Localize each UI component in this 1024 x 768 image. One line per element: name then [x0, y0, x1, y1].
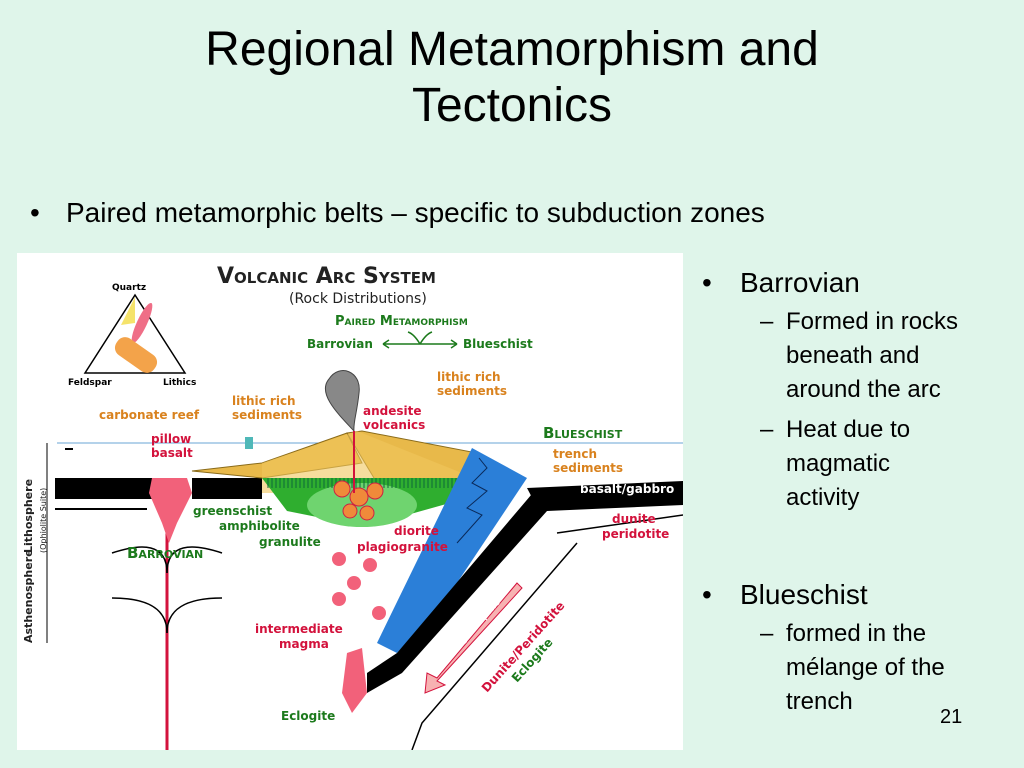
label-ophiolite: (Ophiolite Suite) [39, 488, 48, 553]
barrovian-arrow-label: Barrovian [307, 337, 373, 351]
label-blueschist-big: Blueschist [543, 424, 623, 442]
label-pillow-2: basalt [151, 446, 193, 460]
ternary-feldspar: Feldspar [68, 378, 112, 388]
label-dunite-2: peridotite [602, 527, 669, 541]
dash-icon: – [760, 416, 774, 443]
right-panel: • Barrovian – Formed in rocks beneath and… [700, 265, 1020, 719]
label-intermediate-1: intermediate [255, 622, 343, 636]
label-plagiogranite: plagiogranite [357, 540, 448, 554]
label-amphibolite: amphibolite [219, 519, 300, 533]
diagram-subtitle: (Rock Distributions) [289, 291, 427, 307]
label-barrovian-big: Barrovian [127, 544, 203, 562]
blueschist-sub1: – formed in the mélange of the trench [700, 617, 1020, 719]
volcanic-arc-diagram: Quartz Feldspar Lithics Volcanic Arc Sys… [17, 253, 683, 750]
label-granulite: granulite [259, 535, 321, 549]
barrovian-sub1-line2: beneath and [786, 342, 920, 369]
diagram-svg: Quartz Feldspar Lithics Volcanic Arc Sys… [22, 264, 683, 750]
label-trench-1: trench [553, 447, 597, 461]
ternary-quartz: Quartz [112, 283, 146, 293]
blueschist-arrow-label: Blueschist [463, 337, 533, 351]
label-dunite-1: dunite [612, 512, 656, 526]
ternary-lithics: Lithics [163, 378, 196, 388]
label-eclogite: Eclogite [281, 709, 335, 723]
blueschist-sub1-line1: formed in the [786, 620, 927, 647]
barrovian-heading: Barrovian [740, 267, 860, 298]
slide-title-line2: Tectonics [411, 79, 613, 132]
page-number: 21 [940, 706, 963, 728]
diagram-title: Volcanic Arc System [217, 264, 436, 289]
barrovian-sub1: – Formed in rocks beneath and around the… [700, 305, 1020, 407]
label-trench-2: sediments [553, 461, 623, 475]
blueschist-sub1-line3: trench [786, 688, 853, 715]
label-asthenosphere: Asthenosphere [22, 549, 35, 643]
label-diorite: diorite [394, 524, 439, 538]
dash-icon: – [760, 620, 774, 647]
barrovian-sub2-line1: Heat due to [786, 416, 911, 443]
bullet-icon: • [30, 197, 40, 228]
label-andesite-1: andesite [363, 404, 422, 418]
label-intermediate-2: magma [279, 637, 329, 651]
main-bullet-text: Paired metamorphic belts – specific to s… [66, 197, 765, 228]
paired-metamorphism-label: Paired Metamorphism [335, 314, 468, 329]
label-greenschist: greenschist [193, 504, 272, 518]
label-lithic-right-1: lithic rich [437, 370, 501, 384]
label-lithic-right-2: sediments [437, 384, 507, 398]
label-lithic-left-2: sediments [232, 408, 302, 422]
slide-title: Regional Metamorphism and Tectonics [0, 22, 1024, 134]
ternary-diagram: Quartz Feldspar Lithics [68, 283, 196, 388]
slide-title-line1: Regional Metamorphism and [205, 23, 819, 76]
label-pillow-1: pillow [151, 432, 191, 446]
barrovian-sub2-line3: activity [786, 484, 860, 511]
barrovian-sub1-line3: around the arc [786, 376, 941, 403]
barrovian-sub1-line1: Formed in rocks [786, 308, 959, 335]
label-carbonate-reef: carbonate reef [99, 408, 200, 422]
blueschist-heading: Blueschist [740, 579, 868, 610]
label-andesite-2: volcanics [363, 418, 425, 432]
magma-blobs [332, 552, 386, 713]
main-bullet: • Paired metamorphic belts – specific to … [30, 197, 765, 229]
blueschist-sub1-line2: mélange of the [786, 654, 945, 681]
dash-icon: – [760, 308, 774, 335]
label-lithosphere: Lithosphere [22, 479, 35, 553]
barrovian-sub2: – Heat due to magmatic activity [700, 413, 1020, 515]
bullet-barrovian: • Barrovian [700, 265, 1020, 301]
label-basalt-gabbro: basalt/gabbro [580, 482, 674, 496]
bullet-blueschist: • Blueschist [700, 577, 1020, 613]
bullet-icon: • [702, 579, 712, 610]
barrovian-sub2-line2: magmatic [786, 450, 891, 477]
bullet-icon: • [702, 267, 712, 298]
label-lithic-left-1: lithic rich [232, 394, 296, 408]
